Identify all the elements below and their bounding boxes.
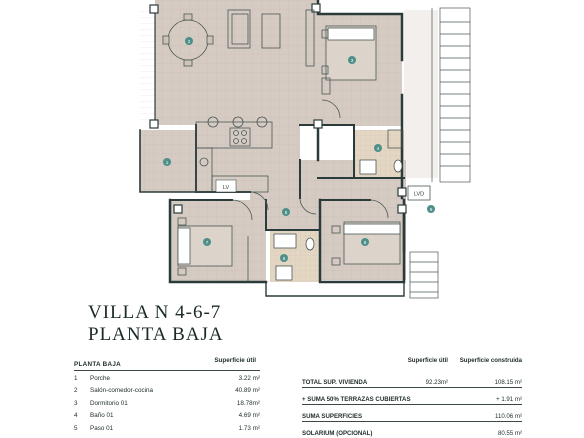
svg-text:1: 1 — [166, 160, 169, 165]
furniture-bedroom-1 — [321, 25, 377, 119]
table-row: 3 Dormitorio 01 18.78m² — [74, 396, 260, 408]
svg-text:5: 5 — [285, 210, 288, 215]
room-marker-5: 5 — [282, 208, 290, 216]
rooms-table-heading: PLANTA BAJA — [74, 361, 122, 368]
room-name: Paso 01 — [90, 424, 114, 432]
table-row: 5 Paso 01 1.73 m² — [74, 421, 260, 433]
lv-box — [215, 179, 237, 193]
room-number: 4 — [74, 412, 78, 420]
summary-table-header: Superficie útil Superficie construida — [302, 357, 522, 371]
plan-title: VILLA N 4-6-7 PLANTA BAJA — [88, 302, 224, 346]
room-markers: 1 2 3 4 5 6 7 8 9 — [163, 37, 435, 262]
rooms-table-header: PLANTA BAJA Superficie útil — [74, 357, 260, 371]
summary-label: + SUMA 50% TERRAZAS CUBIERTAS — [302, 396, 411, 403]
table-row: 2 Salón-comedor-cocina 40.89 m² — [74, 383, 260, 395]
table-row: SOLARIUM (OPCIONAL) 80.55 m² — [302, 422, 522, 438]
table-row: 1 Porche 3.22 m² — [74, 371, 260, 383]
summary-built: + 1.91 m² — [496, 396, 522, 403]
room-area: 18.78m² — [236, 399, 260, 407]
furniture-bath-1 — [359, 129, 403, 175]
table-row: TOTAL SUP. VIVIENDA 92.23m² 108.15 m² — [302, 371, 522, 388]
rooms-table-column: Superficie útil — [214, 357, 256, 364]
summary-built: 80.55 m² — [497, 430, 522, 437]
table-row: SUMA SUPERFICIES 110.06 m² — [302, 405, 522, 422]
table-row: + SUMA 50% TERRAZAS CUBIERTAS + 1.91 m² — [302, 388, 522, 405]
furniture-bath-2 — [273, 233, 315, 281]
svg-text:3: 3 — [351, 58, 354, 63]
furniture-bedroom-right — [331, 199, 401, 266]
summary-table: Superficie útil Superficie construida TO… — [302, 357, 522, 438]
summary-label: TOTAL SUP. VIVIENDA — [302, 379, 368, 386]
title-level: PLANTA BAJA — [88, 324, 224, 345]
lv-label: LV — [223, 185, 230, 191]
room-marker-3: 3 — [348, 56, 356, 64]
room-area: 4.69 m² — [238, 412, 260, 420]
lvd-label: LVD — [414, 192, 424, 198]
room-marker-9: 9 — [427, 205, 435, 213]
room-name: Porche — [90, 375, 110, 382]
title-villa: VILLA N 4-6-7 — [88, 302, 222, 323]
staircase-upper — [431, 7, 471, 183]
summary-util: 92.23m² — [425, 379, 448, 386]
svg-text:6: 6 — [283, 256, 286, 261]
floor-plan: LV LVD 1 2 3 4 5 6 7 8 9 — [139, 0, 471, 299]
furniture-living — [162, 9, 317, 215]
summary-col-built: Superficie construida — [459, 357, 522, 364]
summary-built: 110.06 m² — [495, 413, 522, 420]
room-number: 1 — [74, 375, 78, 382]
room-number: 3 — [74, 399, 78, 407]
room-area: 1.73 m² — [238, 424, 260, 432]
summary-label: SOLARIUM (OPCIONAL) — [302, 430, 373, 437]
rooms-table: PLANTA BAJA Superficie útil 1 Porche 3.2… — [74, 357, 260, 433]
summary-label: SUMA SUPERFICIES — [302, 413, 363, 420]
room-number: 2 — [74, 387, 78, 395]
room-name: Salón-comedor-cocina — [90, 387, 153, 395]
room-marker-8: 8 — [361, 238, 369, 246]
room-area: 3.22 m² — [238, 375, 260, 382]
svg-text:8: 8 — [364, 240, 367, 245]
svg-text:4: 4 — [377, 146, 380, 151]
room-marker-4: 4 — [374, 144, 382, 152]
table-row: 4 Baño 01 4.69 m² — [74, 408, 260, 420]
staircase-lower — [409, 251, 439, 299]
room-marker-2: 2 — [185, 37, 193, 45]
svg-text:2: 2 — [188, 39, 191, 44]
room-name: Dormitorio 01 — [90, 399, 128, 407]
columns — [149, 3, 407, 214]
svg-text:9: 9 — [430, 207, 433, 212]
lvd-box — [407, 185, 431, 201]
summary-col-util: Superficie útil — [407, 357, 448, 364]
room-marker-1: 1 — [163, 158, 171, 166]
summary-built: 108.15 m² — [494, 379, 522, 386]
room-number: 5 — [74, 424, 78, 432]
room-marker-6: 6 — [280, 254, 288, 262]
room-area: 40.89 m² — [235, 387, 260, 395]
furniture-bedroom-left — [177, 199, 253, 282]
room-name: Baño 01 — [90, 412, 114, 420]
room-marker-7: 7 — [203, 238, 211, 246]
right-terrace — [404, 10, 438, 178]
svg-text:7: 7 — [206, 240, 209, 245]
